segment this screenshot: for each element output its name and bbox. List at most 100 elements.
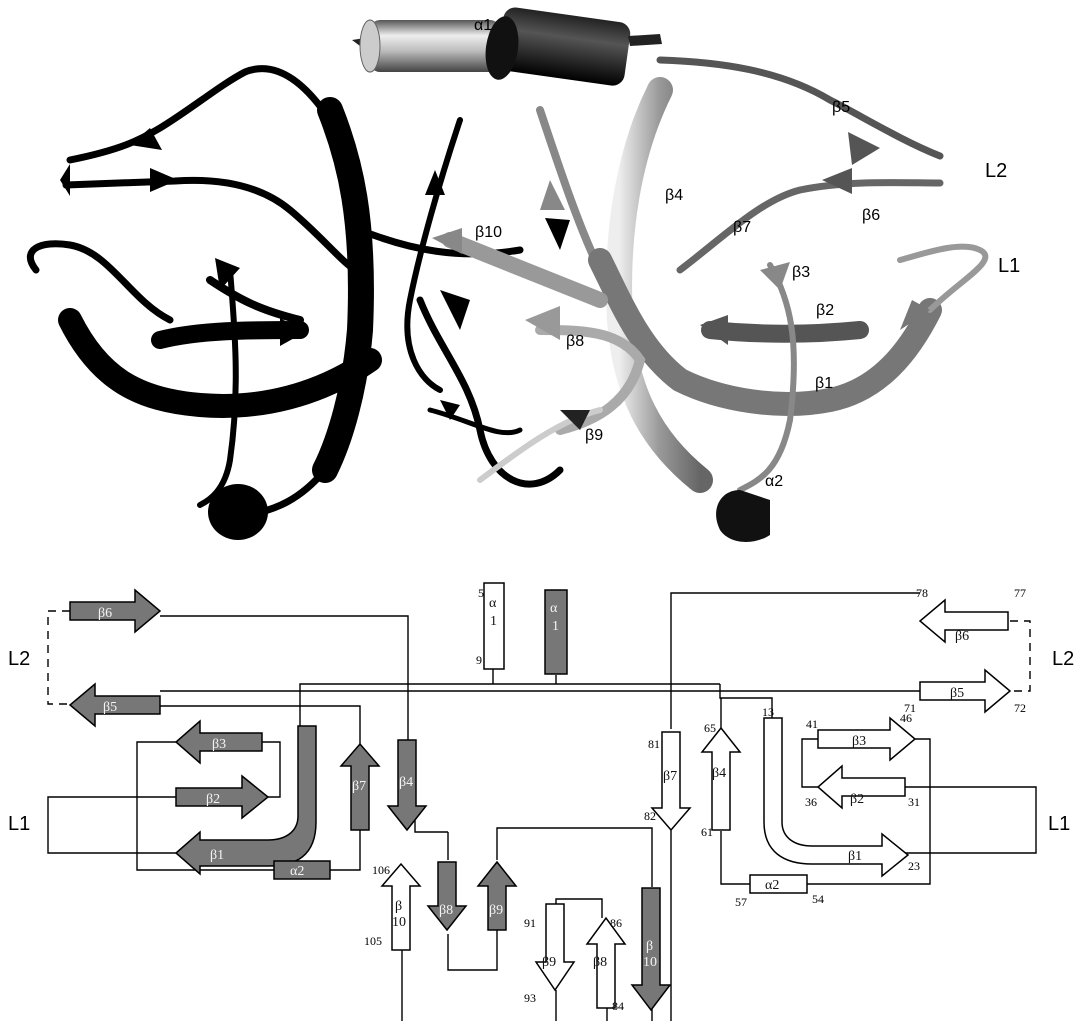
gray-b2-label: β2 <box>206 792 220 807</box>
white-b4-label: β4 <box>712 766 726 781</box>
white-b3-label: β3 <box>852 734 866 749</box>
gray-b10-label-bot: 10 <box>643 955 657 970</box>
white-a1-label-top: α <box>489 596 497 611</box>
residue-81: 81 <box>648 737 660 751</box>
topology-gray-shapes <box>68 588 672 1012</box>
residue-84: 84 <box>612 999 624 1013</box>
ribbon-left-arrowheads <box>60 128 570 540</box>
white-a2-box <box>749 874 808 894</box>
white-b5-label: β5 <box>950 686 964 701</box>
gray-b4-label: β4 <box>399 775 413 790</box>
gray-b8-label: β8 <box>439 903 453 918</box>
gray-b5-arrow <box>68 682 161 728</box>
gray-b5-label: β5 <box>103 700 117 715</box>
white-b4-arrow <box>700 726 742 831</box>
gray-b6-arrow <box>69 588 162 634</box>
label-l2: L2 <box>985 160 1007 182</box>
topology-l1-right: L1 <box>1048 813 1070 835</box>
white-b9-arrow <box>534 903 576 992</box>
label-b3: β3 <box>792 264 810 281</box>
gray-b7-label: β7 <box>352 779 366 794</box>
white-b1-arrow <box>763 717 910 878</box>
gray-b4-arrow <box>386 739 428 832</box>
white-b8-label: β8 <box>593 955 607 970</box>
residue-105: 105 <box>364 934 382 948</box>
topology-l2-right: L2 <box>1052 648 1074 670</box>
ribbon-right-subunit <box>442 56 989 493</box>
gray-b1-label: β1 <box>210 848 224 863</box>
helix-a1-cylinder <box>352 7 662 86</box>
residue-54: 54 <box>812 892 824 906</box>
white-a1-label-bot: 1 <box>490 614 497 629</box>
residue-93: 93 <box>524 991 536 1005</box>
gray-a2-box <box>273 860 331 880</box>
residue-5: 5 <box>478 586 484 600</box>
gray-b3-label: β3 <box>212 737 226 752</box>
gray-b8-arrow <box>426 861 468 932</box>
residue-65: 65 <box>704 721 716 735</box>
white-b1-label: β1 <box>848 849 862 864</box>
residue-36: 36 <box>805 795 817 809</box>
residue-72: 72 <box>1014 701 1026 715</box>
residue-71: 71 <box>904 701 916 715</box>
gray-b2-arrow <box>175 774 270 820</box>
gray-a1-box <box>544 589 568 675</box>
label-b8: β8 <box>566 333 584 350</box>
gray-b6-label: β6 <box>98 606 112 621</box>
topology-l2-left: L2 <box>8 648 30 670</box>
white-a1-box <box>483 582 505 670</box>
residue-82: 82 <box>644 809 656 823</box>
white-a2-label: α2 <box>765 878 779 893</box>
label-b5: β5 <box>832 99 850 116</box>
gray-a2-label: α2 <box>290 864 304 879</box>
white-b8-arrow <box>585 916 627 1009</box>
residue-9: 9 <box>476 653 482 667</box>
topology-connectors <box>47 592 1037 1021</box>
residue-57: 57 <box>735 895 747 909</box>
label-b2: β2 <box>816 302 834 319</box>
gray-a1-label-top: α <box>550 601 558 616</box>
label-b10: β10 <box>475 224 502 241</box>
label-a1: α1 <box>474 17 492 34</box>
gray-b7-arrow <box>339 742 381 831</box>
residue-106: 106 <box>372 863 390 877</box>
residue-23: 23 <box>908 859 920 873</box>
label-b4: β4 <box>665 187 683 204</box>
gray-a1-label-bot: 1 <box>552 619 559 634</box>
white-b10-arrow <box>380 862 422 951</box>
white-b9-label: β9 <box>542 955 556 970</box>
white-b6-arrow <box>918 598 1009 644</box>
label-l1: L1 <box>998 255 1020 277</box>
ribbon-right-arrowheads <box>432 132 930 542</box>
gray-b9-arrow <box>476 860 518 931</box>
white-b5-arrow <box>919 668 1012 714</box>
residue-46: 46 <box>900 711 912 725</box>
residue-31: 31 <box>908 795 920 809</box>
label-a2: α2 <box>765 473 783 490</box>
white-b7-arrow <box>650 731 692 832</box>
gray-b3-arrow <box>174 719 263 765</box>
white-b7-label: β7 <box>663 769 677 784</box>
residue-78: 78 <box>916 586 928 600</box>
residue-77: 77 <box>1014 586 1026 600</box>
label-b1: β1 <box>815 375 833 392</box>
white-b10-label-bot: 10 <box>392 915 406 930</box>
white-b6-label: β6 <box>955 629 969 644</box>
residue-91: 91 <box>524 916 536 930</box>
white-b2-label: β2 <box>850 792 864 807</box>
label-b6: β6 <box>862 207 880 224</box>
residue-13: 13 <box>762 705 774 719</box>
ribbon-left-subunit <box>26 65 564 519</box>
white-b3-arrow <box>817 716 917 762</box>
label-b7: β7 <box>733 219 751 236</box>
gray-b10-arrow <box>630 887 672 1012</box>
topology-white-shapes <box>380 582 1012 1009</box>
label-b9: β9 <box>585 427 603 444</box>
topology-diagram: L2 L2 L1 L1 β6 β5 β3 β2 β1 α2 β7 β4 β8 β… <box>8 582 1074 1021</box>
white-b2-arrow <box>816 764 906 810</box>
ribbon-rendering: α1 β5 L2 β4 β6 β7 β10 L1 β3 β2 β8 β1 β9 … <box>26 7 1020 542</box>
residue-41: 41 <box>806 717 818 731</box>
white-b10-label-top: β <box>395 899 402 914</box>
residue-86: 86 <box>610 916 622 930</box>
